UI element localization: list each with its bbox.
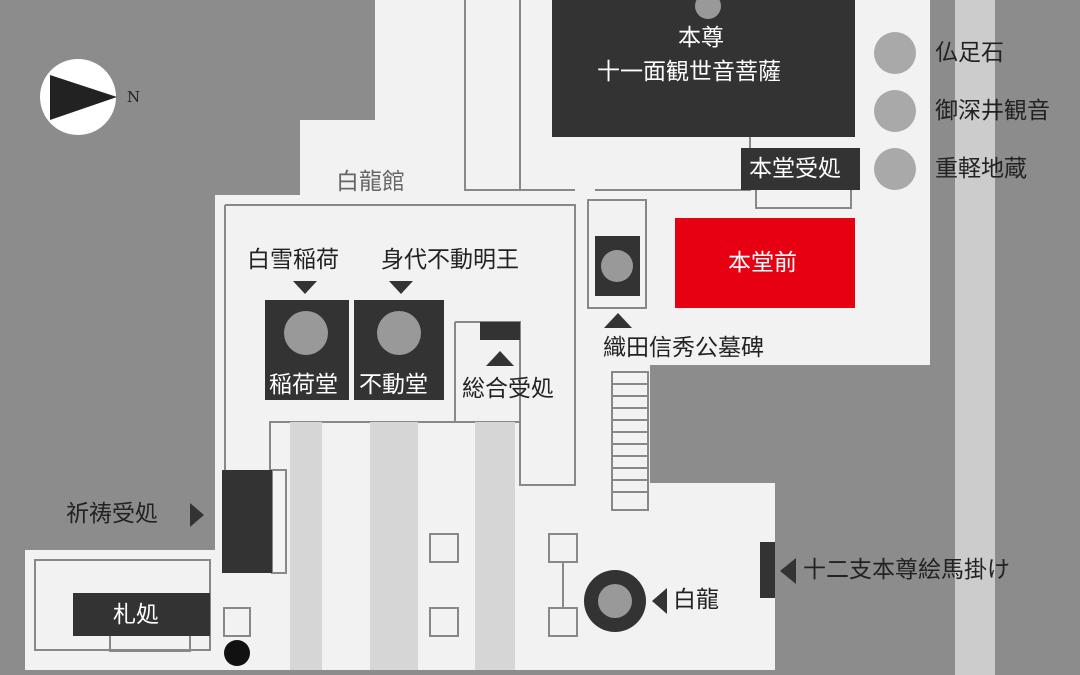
inari-do-icon — [284, 311, 328, 355]
ema-board — [760, 542, 775, 598]
fudo-do-label: 不動堂 — [359, 372, 428, 398]
approach-path-stripes — [290, 422, 515, 670]
sogo-uketsuke-label: 総合受処 — [462, 376, 554, 402]
hondo-uketsuke-box — [741, 148, 860, 190]
east-road-stripe — [955, 0, 995, 675]
kito-uketsuke-label: 祈祷受処 — [66, 501, 158, 527]
sogo-uketsuke-box — [480, 322, 520, 340]
hondo-uketsuke-label: 本堂受処 — [749, 156, 841, 182]
hakuryukan-label: 白龍館 — [336, 169, 405, 195]
compass-label: N — [127, 88, 141, 106]
bussokuseki-label: 仏足石 — [935, 40, 1004, 66]
bussokuseki-icon — [874, 32, 916, 74]
dot-icon — [224, 640, 250, 666]
main-hall-building — [552, 0, 855, 137]
migawari-label: 身代不動明王 — [381, 247, 519, 273]
hondo-mae-box[interactable] — [675, 218, 855, 308]
jukaru-icon — [874, 148, 916, 190]
compass-arrow-icon — [50, 75, 117, 120]
honzon-name: 十一面観世音菩薩 — [597, 59, 781, 85]
honzon-title: 本尊 — [678, 25, 724, 51]
stairs — [611, 371, 649, 511]
hakuryu-label: 白龍 — [673, 587, 719, 613]
jukaru-label: 重軽地蔵 — [935, 156, 1027, 182]
omifukai-icon — [874, 90, 916, 132]
fudadokoro-box — [73, 593, 210, 636]
hondo-mae-label[interactable]: 本堂前 — [728, 250, 797, 276]
hakuryu-core-icon — [598, 584, 632, 618]
migawari-arrow-icon — [389, 281, 413, 294]
shirayuki-label: 白雪稲荷 — [247, 247, 339, 273]
shirayuki-arrow-icon — [293, 281, 317, 294]
omifukai-label: 御深井観音 — [935, 98, 1050, 124]
sogo-arrow-icon — [486, 351, 514, 366]
oda-grave-icon — [601, 250, 633, 282]
fudo-do-icon — [377, 311, 421, 355]
ema-arrow-icon — [780, 558, 796, 584]
honzon-icon — [695, 0, 721, 19]
oda-grave-arrow-icon — [604, 313, 632, 328]
oda-nobuhide-label: 織田信秀公墓碑 — [603, 335, 764, 361]
inari-do-label: 稲荷堂 — [269, 372, 338, 398]
kito-uketsuke-box — [222, 470, 272, 573]
kito-arrow-icon — [190, 503, 204, 527]
eto-ema-label: 十二支本尊絵馬掛け — [803, 557, 1010, 583]
fudadokoro-label: 札処 — [113, 602, 159, 628]
hakuryu-arrow-icon — [652, 588, 667, 614]
